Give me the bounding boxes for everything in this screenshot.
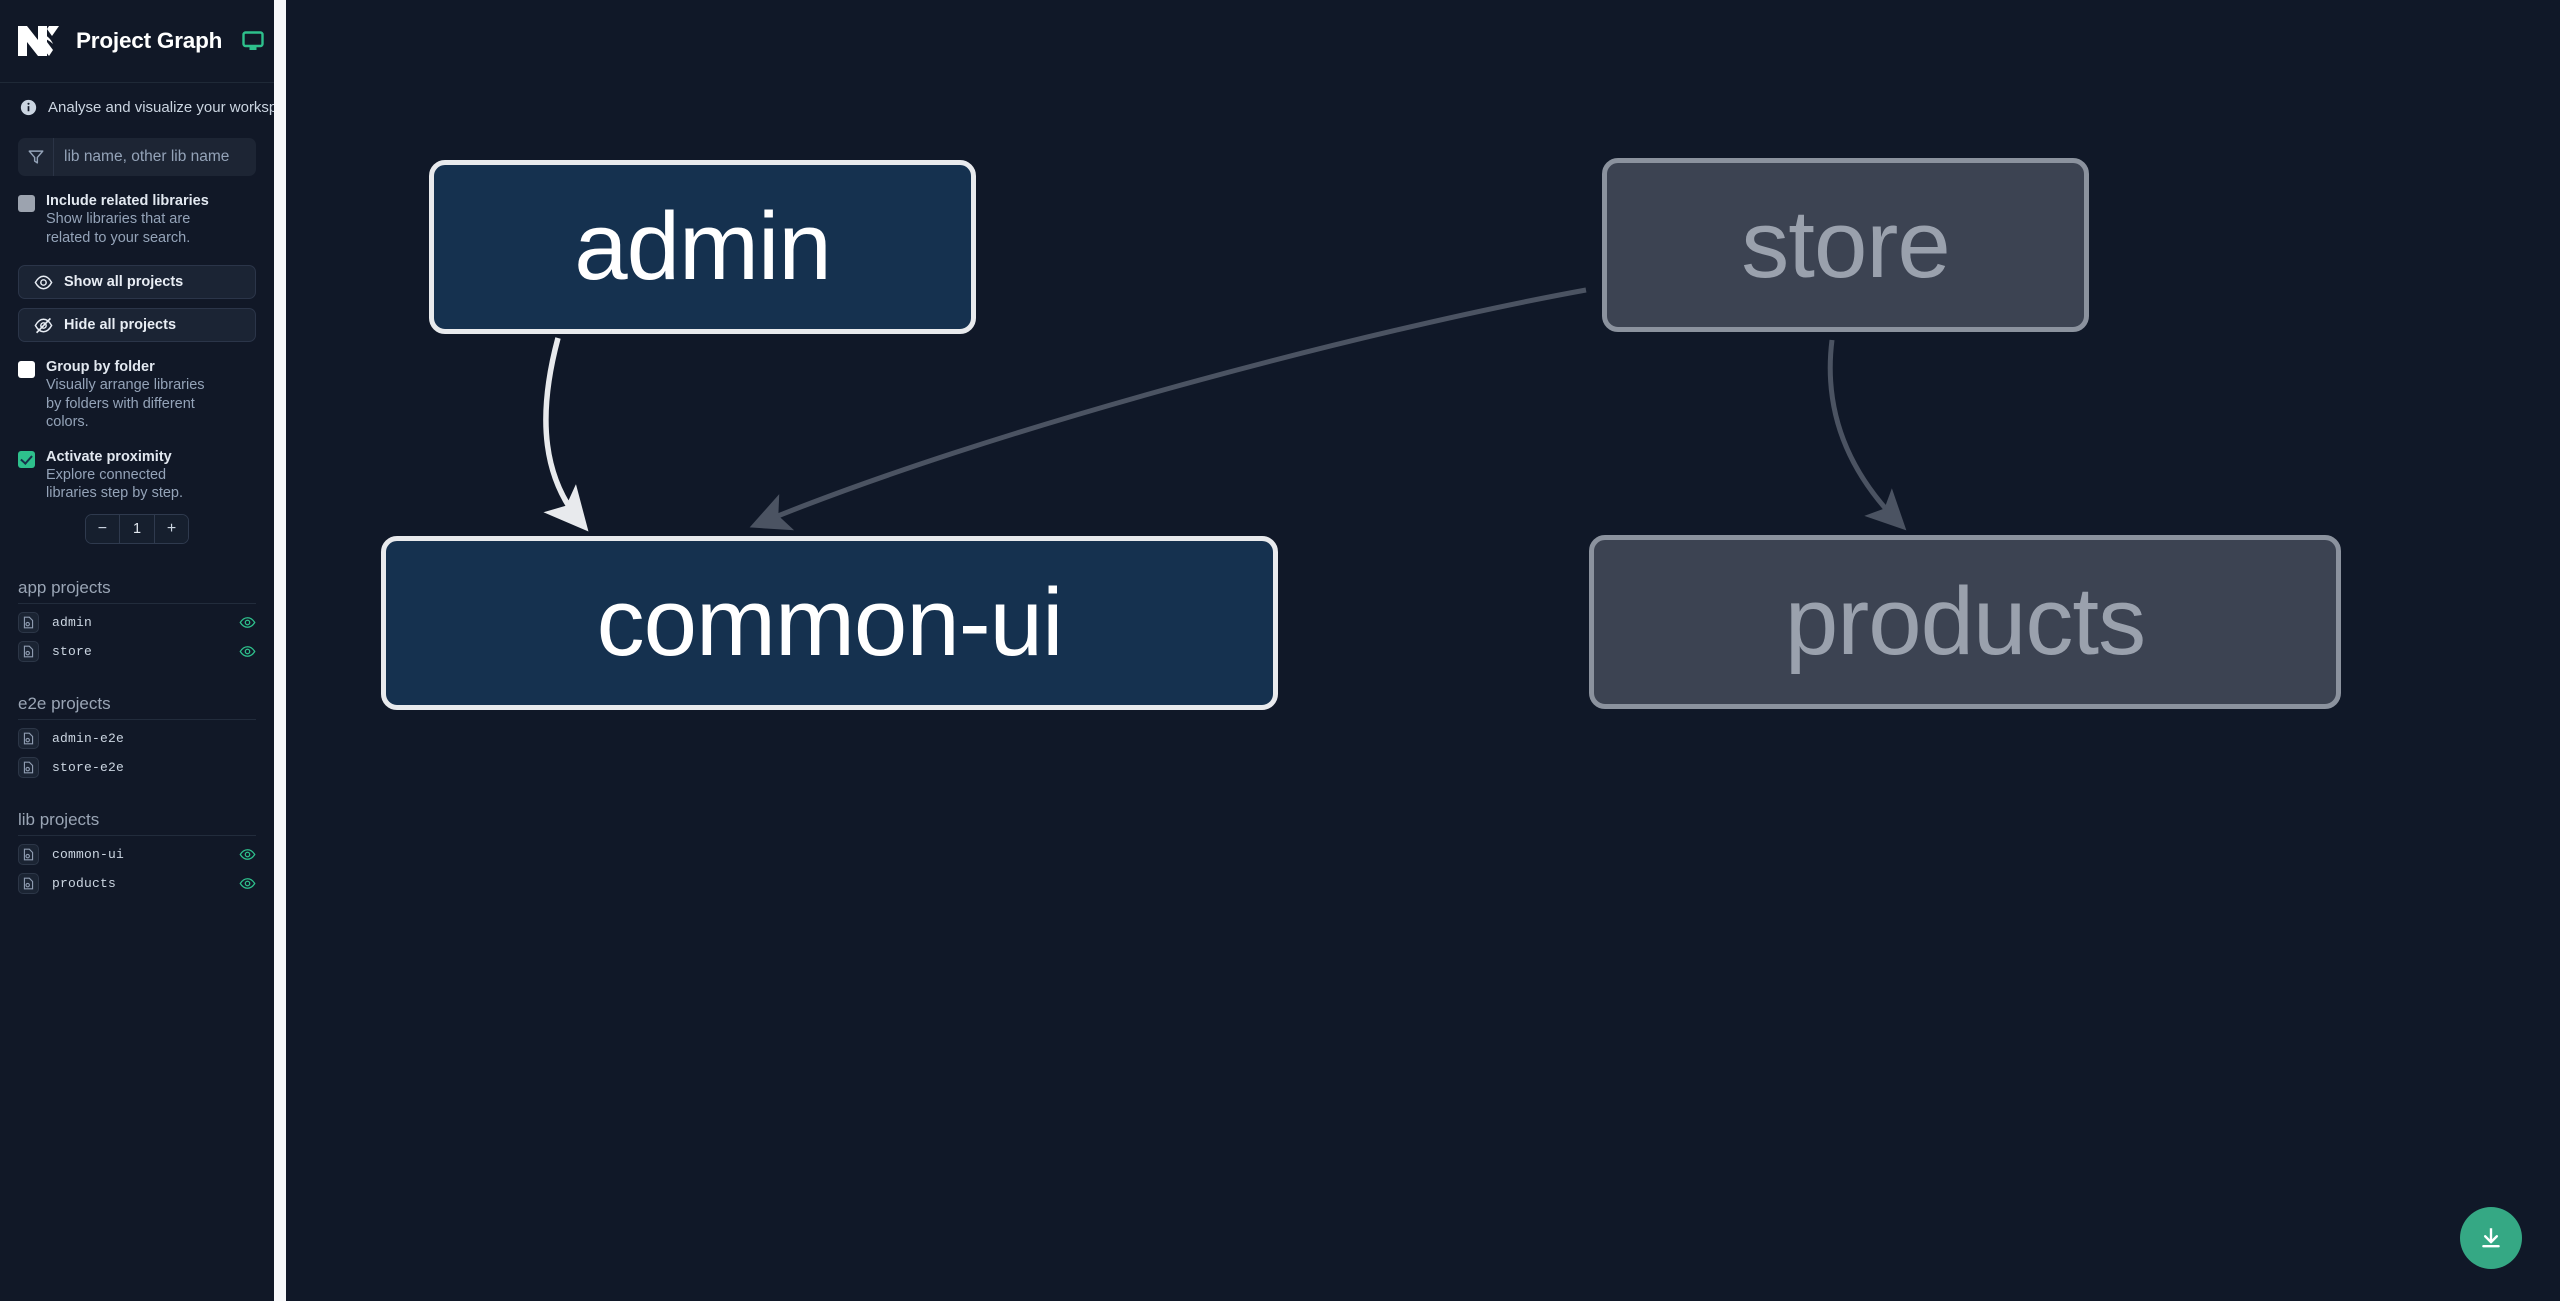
option-description: Explore connected libraries step by step…	[46, 466, 184, 502]
option-title: Include related libraries	[46, 193, 209, 209]
download-icon	[2482, 1228, 2500, 1248]
project-visibility-eye-icon[interactable]	[239, 846, 256, 863]
monitor-icon[interactable]	[241, 29, 265, 53]
graph-node-label: admin	[574, 193, 831, 300]
project-list-item-store[interactable]: store	[18, 637, 256, 666]
project-list-item-admin-e2e[interactable]: admin-e2e	[18, 724, 256, 753]
graph-node-label: common-ui	[596, 569, 1064, 676]
proximity-decrement-button[interactable]: −	[86, 514, 119, 543]
sidebar-header: Project Graph	[0, 0, 274, 83]
project-section-title: lib projects	[18, 802, 256, 836]
project-file-icon[interactable]	[18, 611, 39, 633]
project-visibility-eye-icon[interactable]	[239, 643, 256, 660]
section-gap	[18, 782, 256, 802]
proximity-increment-button[interactable]: +	[154, 514, 188, 543]
option-group-by-folder[interactable]: Group by folder Visually arrange librari…	[0, 342, 274, 432]
show-all-projects-label: Show all projects	[64, 274, 184, 290]
edge-admin-common-ui	[543, 337, 589, 532]
graph-node-products[interactable]: products	[1589, 535, 2341, 709]
option-description: Visually arrange libraries by folders wi…	[46, 377, 205, 430]
download-graph-button[interactable]	[2460, 1207, 2522, 1269]
option-description: Show libraries that are related to your …	[46, 211, 191, 246]
eye-icon	[34, 273, 53, 292]
hide-all-projects-button[interactable]: Hide all projects	[18, 308, 256, 342]
edge-store-common-ui	[749, 287, 1587, 531]
project-name: common-ui	[52, 846, 125, 862]
nx-logo	[16, 20, 62, 62]
section-gap	[18, 666, 256, 686]
sidebar-resize-handle[interactable]	[274, 0, 286, 1301]
edge-store-products	[1827, 339, 1907, 531]
project-visibility-placeholder	[239, 730, 256, 747]
proximity-stepper-wrap: − 1 +	[0, 503, 274, 544]
search-input[interactable]	[54, 138, 256, 176]
graph-canvas[interactable]: admin store common-ui products	[286, 0, 2560, 1301]
project-visibility-placeholder	[239, 759, 256, 776]
project-section-title: e2e projects	[18, 686, 256, 720]
search-row	[0, 130, 274, 176]
option-title: Activate proximity	[46, 448, 172, 465]
project-list-item-store-e2e[interactable]: store-e2e	[18, 753, 256, 782]
graph-node-common-ui[interactable]: common-ui	[381, 536, 1278, 710]
option-title: Group by folder	[46, 359, 155, 375]
project-file-icon[interactable]	[18, 872, 39, 894]
page-title: Project Graph	[76, 28, 223, 53]
activate-proximity-checkbox[interactable]	[18, 450, 35, 468]
tagline: Analyse and visualize your workspace.	[0, 83, 274, 130]
include-related-libraries-checkbox[interactable]	[18, 195, 35, 212]
project-visibility-eye-icon[interactable]	[239, 614, 256, 631]
graph-node-store[interactable]: store	[1602, 158, 2089, 332]
graph-node-admin[interactable]: admin	[429, 160, 976, 334]
search-box[interactable]	[18, 138, 256, 176]
project-file-icon[interactable]	[18, 843, 39, 865]
sidebar: Project Graph Analyse and visualize your…	[0, 0, 274, 1301]
proximity-value: 1	[118, 514, 155, 543]
option-include-related-libraries[interactable]: Include related libraries Show libraries…	[0, 176, 274, 247]
project-list[interactable]: app projects admin store e2e projects ad…	[0, 570, 274, 1301]
hide-all-projects-label: Hide all projects	[64, 317, 177, 333]
eye-off-icon	[34, 316, 53, 335]
project-name: store-e2e	[52, 759, 125, 775]
graph-edges	[543, 287, 1907, 532]
group-by-folder-checkbox[interactable]	[18, 361, 35, 378]
graph-node-label: products	[1784, 568, 2146, 675]
project-list-item-common-ui[interactable]: common-ui	[18, 840, 256, 869]
project-name: products	[52, 875, 117, 891]
project-name: admin-e2e	[52, 730, 125, 746]
project-name: store	[52, 643, 93, 659]
project-file-icon[interactable]	[18, 640, 39, 662]
project-name: admin	[52, 614, 93, 630]
visibility-buttons: Show all projects Hide all projects	[0, 247, 274, 342]
filter-icon[interactable]	[18, 138, 54, 176]
graph-node-label: store	[1741, 191, 1950, 298]
option-activate-proximity[interactable]: Activate proximity Explore connected lib…	[0, 432, 274, 503]
project-list-item-products[interactable]: products	[18, 869, 256, 898]
project-file-icon[interactable]	[18, 727, 39, 749]
project-list-item-admin[interactable]: admin	[18, 608, 256, 637]
proximity-stepper: − 1 +	[85, 513, 189, 544]
project-visibility-eye-icon[interactable]	[239, 875, 256, 892]
project-section-title: app projects	[18, 570, 256, 604]
tagline-text: Analyse and visualize your workspace.	[48, 99, 274, 116]
info-icon	[20, 99, 37, 116]
project-file-icon[interactable]	[18, 756, 39, 778]
show-all-projects-button[interactable]: Show all projects	[18, 265, 256, 299]
